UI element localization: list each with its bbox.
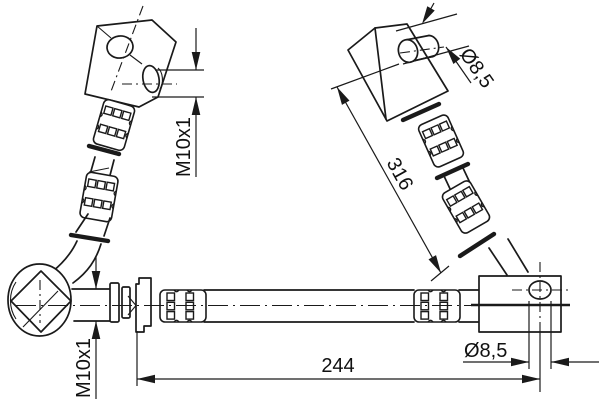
banjo-block-top-left — [84, 5, 177, 108]
mounting-clip-bracket — [135, 277, 152, 333]
dimension-thread-bottom: M10x1 — [73, 257, 101, 399]
end-bracket-block — [471, 262, 572, 333]
diameter-label-bottom: Ø8,5 — [464, 340, 507, 362]
washer — [109, 282, 120, 323]
horizontal-hose — [71, 277, 480, 333]
dimension-diameter-bottom: Ø8,5 — [463, 301, 599, 369]
crimp-sleeve — [439, 178, 493, 236]
hex-flats-diamond — [10, 270, 72, 333]
bolt-axis-centerline — [109, 5, 144, 95]
thread-label-bottom: M10x1 — [73, 338, 95, 398]
threaded-port-hole — [141, 64, 161, 94]
dimension-thread-top: M10x1 — [152, 28, 204, 177]
washer — [121, 286, 131, 319]
right-hose — [400, 101, 529, 276]
dimension-length-244: 244 — [136, 331, 541, 392]
length-label-316: 316 — [382, 154, 417, 194]
crimp-sleeve — [78, 170, 120, 224]
hose-bend-inner — [51, 240, 78, 273]
banjo-eye-fitting — [7, 263, 72, 337]
mounting-hole — [528, 280, 552, 300]
length-label-244: 244 — [321, 355, 354, 377]
left-hose — [51, 97, 137, 284]
crimp-sleeve — [416, 112, 466, 170]
thread-label-top: M10x1 — [173, 117, 195, 177]
crimp-sleeve — [91, 97, 137, 153]
hose-bend-outer — [72, 243, 102, 284]
banjo-bolt-hole — [106, 35, 134, 59]
